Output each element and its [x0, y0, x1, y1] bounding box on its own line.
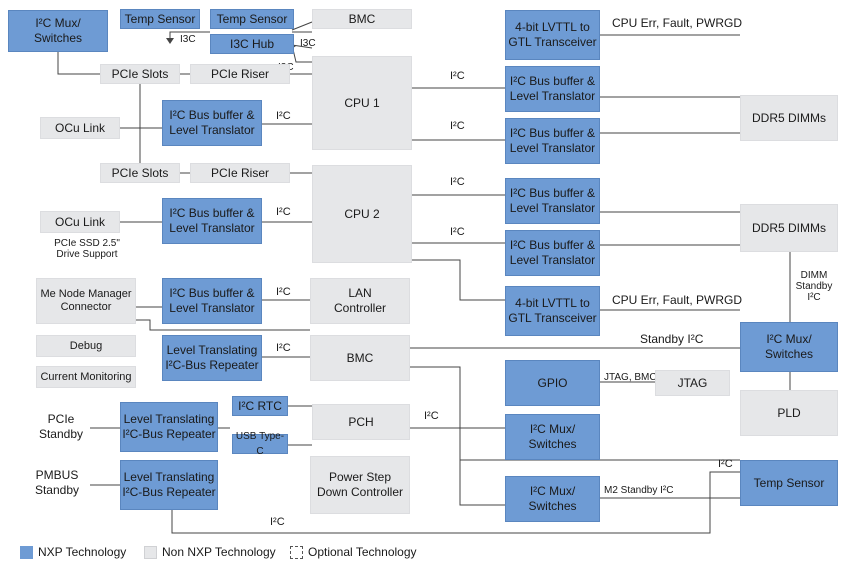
m2-standby-label: M2 Standby I²C: [604, 485, 674, 496]
temp-sensor-right: Temp Sensor: [740, 460, 838, 506]
pcie-riser-1: PCIe Riser: [190, 64, 290, 84]
i2c-bus-buffer-right-1: I²C Bus buffer &Level Translator: [505, 66, 600, 112]
i2c-label-rep-1: I²C: [276, 342, 291, 354]
cpu-err-label-1: CPU Err, Fault, PWRGD: [612, 16, 743, 30]
i2c-bus-buffer-left-1: I²C Bus buffer &Level Translator: [162, 100, 262, 146]
i2c-bus-buffer-left-2: I²C Bus buffer &Level Translator: [162, 198, 262, 244]
i2c-label-bottom: I²C: [270, 516, 285, 528]
i2c-bus-buffer-right-2: I²C Bus buffer &Level Translator: [505, 118, 600, 164]
gpio: GPIO: [505, 360, 600, 406]
ocu-link-1: OCu Link: [40, 117, 120, 139]
cpu-2: CPU 2: [312, 165, 412, 263]
i2c-bus-buffer-right-3: I²C Bus buffer &Level Translator: [505, 178, 600, 224]
pcie-slots-1: PCIe Slots: [100, 64, 180, 84]
i2c-label-pch: I²C: [424, 410, 439, 422]
pcie-riser-2: PCIe Riser: [190, 163, 290, 183]
i2c-label-buf-l1: I²C: [276, 110, 291, 122]
temp-sensor-1: Temp Sensor: [120, 9, 200, 29]
i2c-mux-switches-right: I²C Mux/Switches: [740, 322, 838, 372]
i2c-mux-switches-top-left: I²C Mux/Switches: [8, 10, 108, 52]
temp-sensor-2: Temp Sensor: [210, 9, 294, 29]
i2c-bus-buffer-right-4: I²C Bus buffer &Level Translator: [505, 230, 600, 276]
pcie-ssd-label: PCIe SSD 2.5"Drive Support: [54, 238, 120, 260]
i2c-label-cpu2-b: I²C: [450, 226, 465, 238]
debug: Debug: [36, 335, 136, 357]
i2c-mux-switches-right-2: I²C Mux/Switches: [505, 476, 600, 522]
i2c-label-buf-l2: I²C: [276, 206, 291, 218]
i2c-label-buf-l3: I²C: [276, 286, 291, 298]
i3c-label-a: I3C: [180, 34, 196, 45]
i2c-mux-switches-right-1: I²C Mux/Switches: [505, 414, 600, 460]
current-monitoring: Current Monitoring: [36, 366, 136, 388]
legend-swatch-optional: [290, 546, 303, 559]
i2c-rtc: I²C RTC: [232, 396, 288, 416]
ddr5-dimms-1: DDR5 DIMMs: [740, 95, 838, 141]
legend-label-optional: Optional Technology: [308, 545, 417, 559]
jtag-bmc-label: JTAG, BMC: [604, 372, 657, 383]
i3c-label-b: I3C: [300, 38, 316, 49]
pld: PLD: [740, 390, 838, 436]
pch: PCH: [312, 404, 410, 440]
i2c-label-cpu1-a: I²C: [450, 70, 465, 82]
bmc-mid: BMC: [310, 335, 410, 381]
legend-label-non-nxp: Non NXP Technology: [162, 545, 276, 559]
i2c-label-cpu2-a: I²C: [450, 176, 465, 188]
cpu-1: CPU 1: [312, 56, 412, 150]
pcie-slots-2: PCIe Slots: [100, 163, 180, 183]
standby-i2c-label: Standby I²C: [640, 332, 704, 346]
cpu-err-label-2: CPU Err, Fault, PWRGD: [612, 293, 743, 307]
legend-swatch-non-nxp: [144, 546, 157, 559]
i2c-label-cpu1-b: I²C: [450, 120, 465, 132]
usb-type-c: USB Type-C: [232, 431, 288, 457]
jtag: JTAG: [655, 370, 730, 396]
legend-label-nxp: NXP Technology: [38, 545, 127, 559]
ddr5-dimms-2: DDR5 DIMMs: [740, 204, 838, 252]
bmc-top: BMC: [312, 9, 412, 29]
i2c-label-temp-right: I²C: [718, 458, 733, 470]
i3c-hub: I3C Hub: [210, 34, 294, 54]
i2c-bus-buffer-left-3: I²C Bus buffer &Level Translator: [162, 278, 262, 324]
ocu-link-2: OCu Link: [40, 211, 120, 233]
legend-swatch-nxp: [20, 546, 33, 559]
